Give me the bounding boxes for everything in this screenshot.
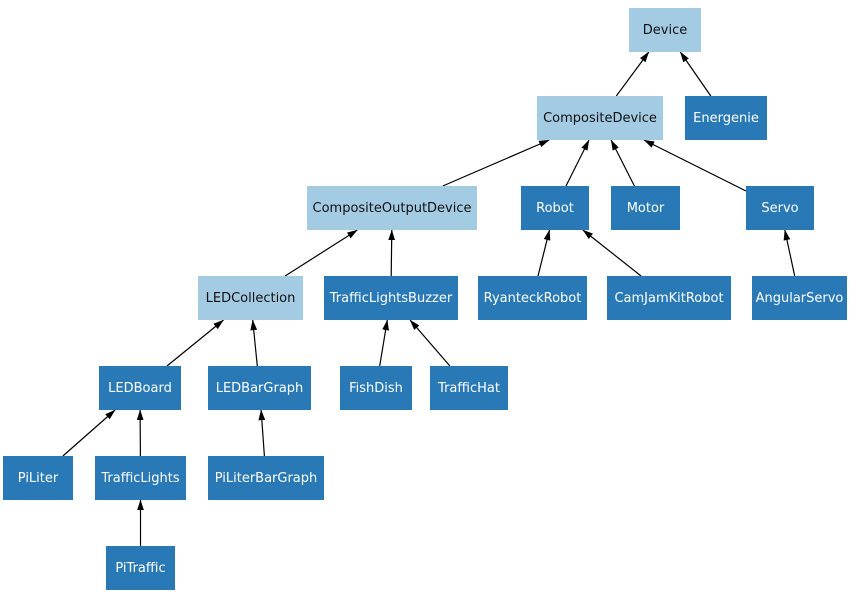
class-node-trafficlightsbuzzer[interactable]: TrafficLightsBuzzer xyxy=(324,276,458,320)
class-node-ledboard[interactable]: LEDBoard xyxy=(99,366,181,410)
inheritance-arrow-ledcollection-to-compositeoutputdevice xyxy=(284,229,358,277)
inheritance-arrow-motor-to-compositedevice xyxy=(610,139,635,187)
class-node-servo[interactable]: Servo xyxy=(746,186,814,230)
inheritance-arrow-energenie-to-device xyxy=(679,51,712,97)
class-node-energenie[interactable]: Energenie xyxy=(685,96,767,140)
inheritance-arrow-ledboard-to-ledcollection xyxy=(166,319,224,367)
class-node-ledbargraph[interactable]: LEDBarGraph xyxy=(208,366,311,410)
class-node-compositedevice[interactable]: CompositeDevice xyxy=(537,96,663,140)
class-node-motor[interactable]: Motor xyxy=(611,186,680,230)
class-node-device[interactable]: Device xyxy=(629,8,701,52)
inheritance-arrow-piliterbargraph-to-ledbargraph xyxy=(258,409,266,457)
inheritance-arrow-camjamkitrobot-to-robot xyxy=(582,229,642,277)
class-node-ledcollection[interactable]: LEDCollection xyxy=(198,276,303,320)
inheritance-arrow-trafficlightsbuzzer-to-compositeoutputdevice xyxy=(388,229,396,277)
inheritance-arrow-piliter-to-ledboard xyxy=(62,409,116,457)
class-node-traffichat[interactable]: TrafficHat xyxy=(430,366,508,410)
class-node-ryanteckrobot[interactable]: RyanteckRobot xyxy=(478,276,587,320)
class-node-piliterbargraph[interactable]: PiLiterBarGraph xyxy=(208,456,324,500)
class-node-angularservo[interactable]: AngularServo xyxy=(752,276,847,320)
class-node-robot[interactable]: Robot xyxy=(521,186,589,230)
inheritance-arrow-servo-to-compositedevice xyxy=(643,139,747,192)
class-node-trafficlights[interactable]: TrafficLights xyxy=(95,456,186,500)
inheritance-arrow-angularservo-to-servo xyxy=(783,229,796,277)
class-node-camjamkitrobot[interactable]: CamJamKitRobot xyxy=(607,276,731,320)
inheritance-arrow-compositedevice-to-device xyxy=(615,51,650,97)
inheritance-arrow-ryanteckrobot-to-robot xyxy=(537,229,551,277)
class-node-compositeoutputdevice[interactable]: CompositeOutputDevice xyxy=(307,186,477,230)
class-node-pitraffic[interactable]: PiTraffic xyxy=(106,546,175,590)
inheritance-arrow-ledbargraph-to-ledcollection xyxy=(250,319,258,367)
class-node-fishdish[interactable]: FishDish xyxy=(340,366,412,410)
class-node-piliter[interactable]: PiLiter xyxy=(3,456,73,500)
inheritance-arrow-robot-to-compositedevice xyxy=(565,139,590,187)
inheritance-arrow-compositeoutputdevice-to-compositedevice xyxy=(442,139,550,187)
inheritance-arrow-traffichat-to-trafficlightsbuzzer xyxy=(409,319,451,367)
inheritance-arrow-fishdish-to-trafficlightsbuzzer xyxy=(379,319,389,367)
